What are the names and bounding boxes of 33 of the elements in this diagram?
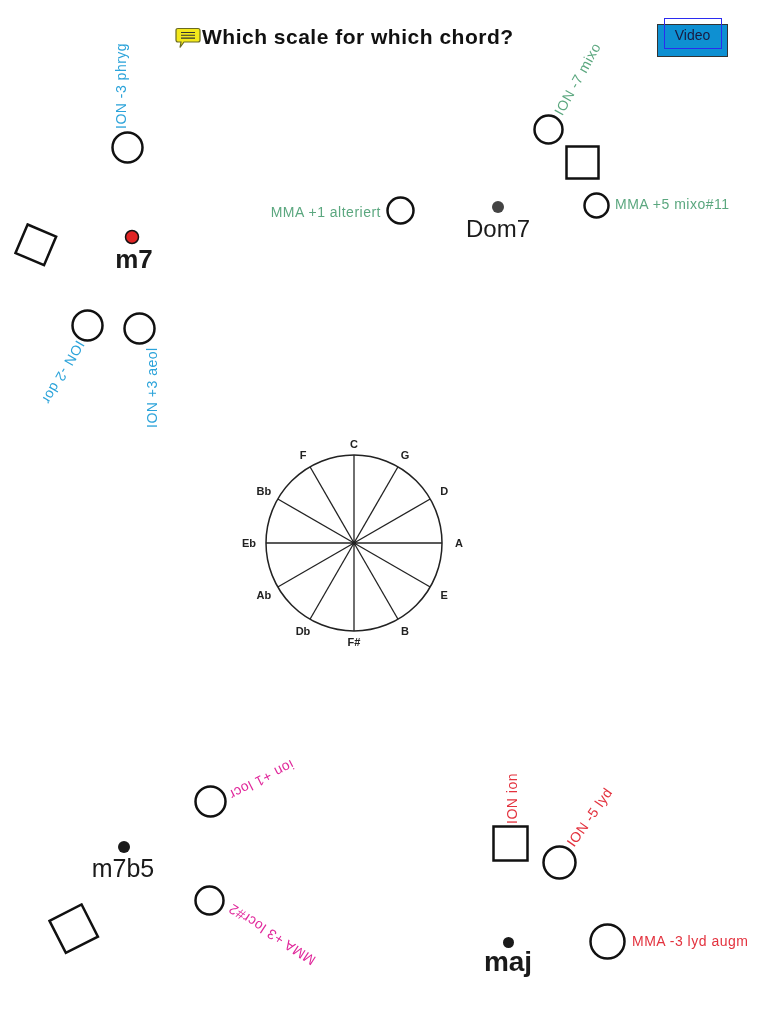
scale-label: ION +3 aeol [145,347,159,428]
open-circle [122,311,156,345]
open-circle [110,130,144,164]
open-circle [588,922,626,960]
chord-name: m7b5 [91,855,155,881]
chord-name: Dom7 [466,217,530,241]
open-circle [70,308,104,342]
chord-name: maj [483,948,533,976]
note-label: A [455,537,463,549]
note-label: C [350,438,358,450]
note-label: Eb [241,537,257,549]
open-circle [193,884,225,916]
scale-label: ION ion [505,773,519,824]
open-square [491,824,529,862]
video-button: Video [657,24,728,57]
scale-label: MMA +5 mixo#11 [615,197,730,211]
title: Which scale for which chord? [202,26,514,47]
open-square [564,144,600,180]
scale-label: MMA +1 alteriert [270,205,381,219]
scale-label: ion +1 locr [227,757,297,803]
open-circle [532,113,564,145]
chord-name: m7 [115,246,153,272]
chord-dot [492,201,504,213]
note-label: F# [347,636,361,648]
open-circle [193,784,227,818]
scale-label: MMA -3 lyd augm [632,934,749,948]
chord-dot [124,229,140,245]
scale-label: ION -3 phryg [114,42,128,129]
open-circle [582,191,610,219]
chord-dot [118,841,130,853]
chord-dot [502,936,514,948]
open-circle [385,195,415,225]
scale-label: ION -7 mixo [551,40,603,118]
